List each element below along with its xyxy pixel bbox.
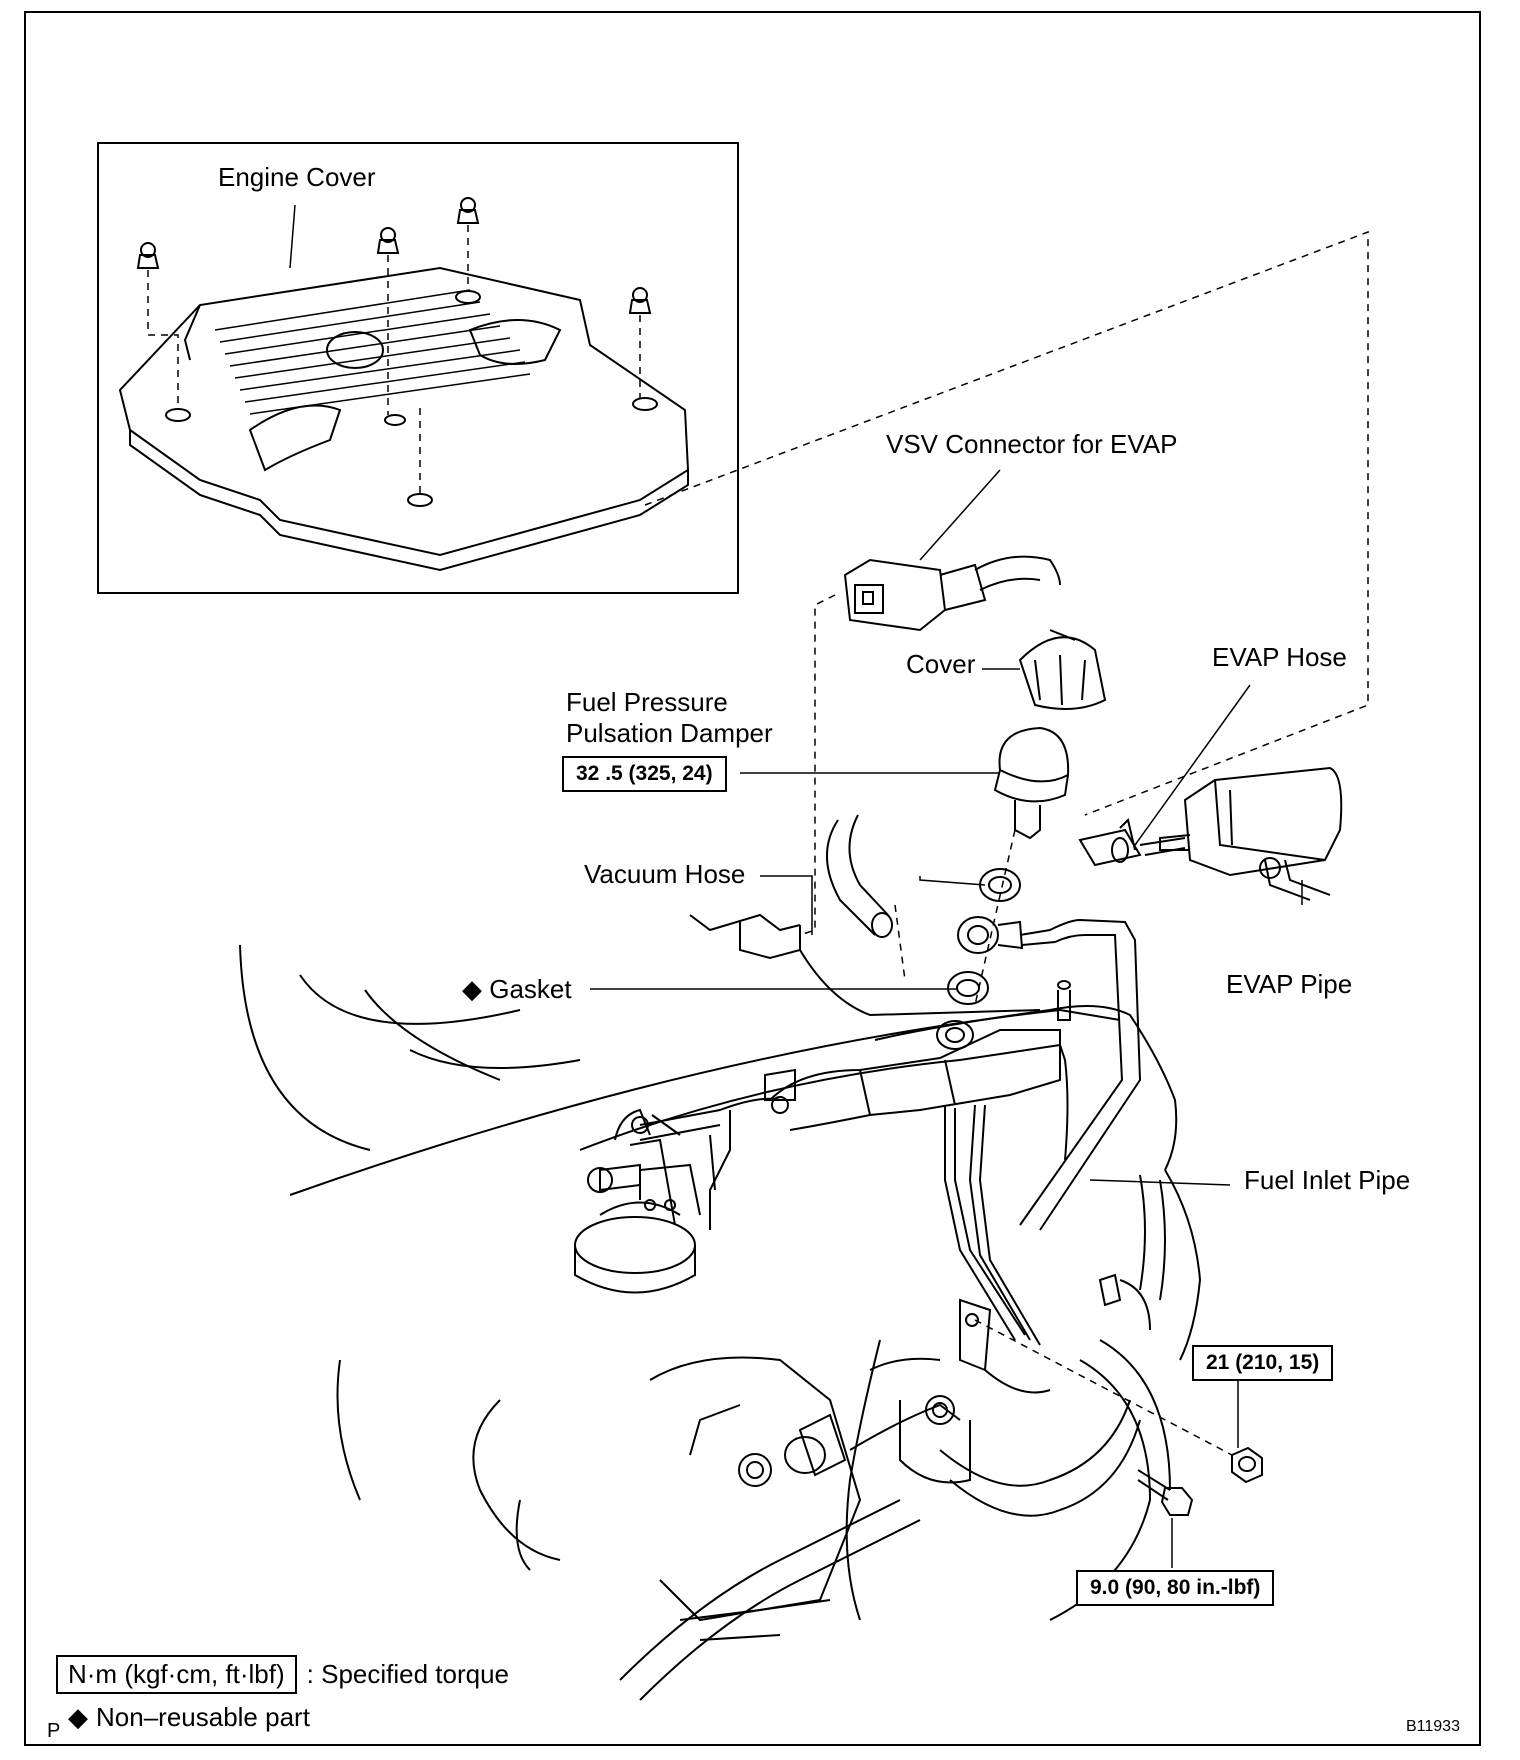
non-reusable-symbol: ◆ [462,974,482,1004]
figure-code: B11933 [1406,1718,1460,1735]
intake-manifold [239,913,1202,1361]
engine-cover-drawing [118,266,690,572]
gasket-label-text: Gasket [489,974,572,1004]
engine-cover-label: Engine Cover [218,162,376,192]
vacuum-hose [826,814,893,938]
torque-description: : Specified torque [306,1659,510,1689]
page-frame [24,11,1481,1746]
legend-torque-row: N·m (kgf·cm, ft·lbf) : Specified torque [56,1655,509,1694]
fuel-rail [639,980,1071,1230]
damper-label-line2: Pulsation Damper [566,718,773,748]
damper-torque-spec: 32 .5 (325, 24) [562,756,727,792]
gasket-lower [947,971,989,1005]
fuel-inlet-pipe-label: Fuel Inlet Pipe [1244,1165,1411,1195]
evap-vsv-body [1159,766,1343,877]
damper-label-line1: Fuel Pressure [566,687,728,717]
fuel-inlet-pipes [944,1104,1041,1346]
nut-torque-spec: 21 (210, 15) [1192,1345,1334,1381]
damper-cover [1018,629,1107,710]
page-mark: P [47,1720,61,1742]
pulsation-damper [993,726,1070,840]
non-reusable-description: Non–reusable part [96,1702,310,1732]
torque-unit-box: N·m (kgf·cm, ft·lbf) [56,1655,297,1694]
vsv-connector-label: VSV Connector for EVAP [886,429,1178,459]
cover-nuts [136,197,652,314]
fuel-pipe-nut [1231,1446,1263,1484]
vsv-connector [843,555,1061,632]
fuel-pipe-bolt [1137,1469,1194,1516]
evap-pipe-label: EVAP Pipe [1226,969,1353,999]
evap-pipe [1259,857,1331,901]
bolt-torque-spec: 9.0 (90, 80 in.-lbf) [1076,1570,1275,1606]
legend-non-reusable-row: ◆ Non–reusable part [68,1702,310,1733]
evap-hose [1078,818,1186,867]
delivery-pipe-port [936,1020,974,1050]
gasket-label: ◆ Gasket [462,974,572,1005]
non-reusable-legend-symbol: ◆ [68,1702,88,1732]
evap-hose-label: EVAP Hose [1212,642,1347,672]
cover-label: Cover [906,649,976,679]
lower-engine-detail [336,1174,1171,1701]
engine-cover-inset-frame [97,142,739,594]
pressure-regulator [574,1108,701,1294]
leader-lines [289,204,1303,1568]
union-fitting [957,916,1142,1231]
vacuum-hose-label: Vacuum Hose [584,859,746,889]
